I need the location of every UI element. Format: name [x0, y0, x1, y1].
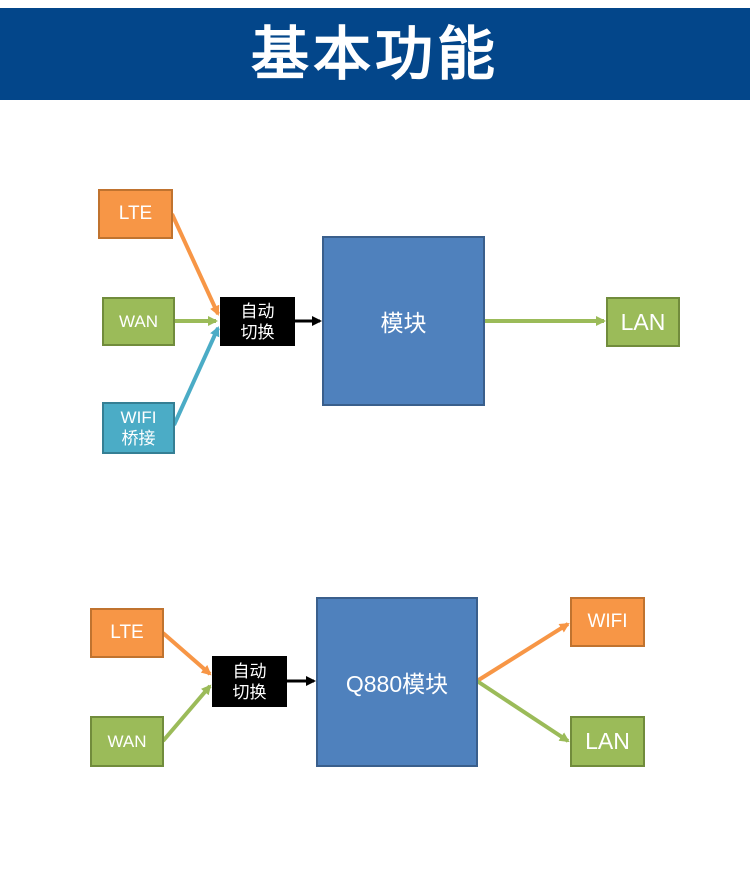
d2-wifi-box: WIFI: [570, 597, 645, 647]
edge-d2-module-to-wifi: [475, 622, 570, 683]
d2-wan-box: WAN: [90, 716, 164, 767]
d2-lan-box: LAN: [570, 716, 645, 767]
title-banner: 基本功能: [0, 8, 750, 100]
d1-lan-box: LAN: [606, 297, 680, 347]
edge-d2-lte-to-switch: [161, 631, 212, 676]
d1-auto-switch-box: 自动 切换: [220, 297, 295, 346]
edge-d1-lte-to-switch: [170, 213, 220, 316]
edge-d1-wifi-to-switch: [172, 326, 220, 426]
d2-auto-switch-box: 自动 切换: [212, 656, 287, 707]
d1-module-box: 模块: [322, 236, 485, 406]
d1-lte-box: LTE: [98, 189, 173, 239]
d1-wan-box: WAN: [102, 297, 175, 346]
d1-wifi-bridge-box: WIFI 桥接: [102, 402, 175, 454]
page-title: 基本功能: [250, 20, 499, 88]
d2-lte-box: LTE: [90, 608, 164, 658]
d2-module-box: Q880模块: [316, 597, 478, 767]
edge-d2-module-to-lan: [475, 679, 570, 743]
edge-d2-wan-to-switch: [161, 684, 212, 743]
